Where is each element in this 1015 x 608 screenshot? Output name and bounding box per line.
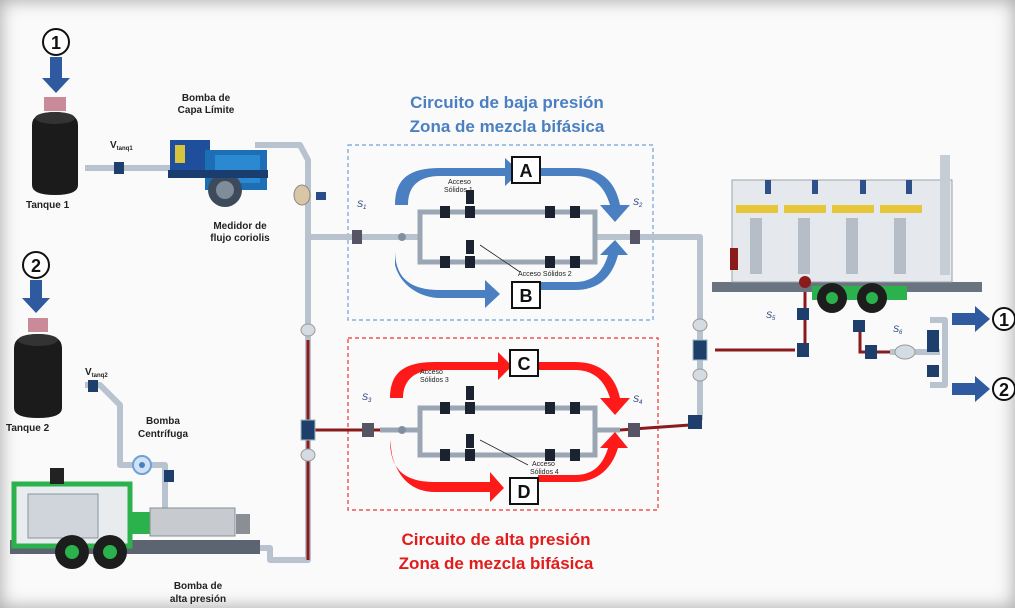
outlet-1-arrow-icon	[952, 306, 990, 332]
inlet-2-number: 2	[31, 256, 41, 276]
high-pump-line2: alta presión	[170, 594, 226, 605]
box-a: A	[511, 156, 541, 184]
low-flow-arrows	[395, 158, 630, 308]
high-title-line2: Zona de mezcla bifásica	[399, 554, 594, 573]
outlet-2-number: 2	[999, 380, 1009, 400]
boundary-pump-line2: Capa Límite	[178, 105, 235, 116]
access2-label: Acceso Sólidos 2	[518, 271, 572, 278]
high-pump-line1: Bomba de	[174, 581, 223, 592]
access1-line2: Sólidos 1	[444, 187, 473, 194]
access3-line2: Sólidos 3	[420, 377, 449, 384]
tank-2	[14, 318, 62, 418]
box-a-label: A	[520, 161, 533, 181]
access4-line2: Sólidos 4	[530, 469, 559, 476]
boundary-pump-line1: Bomba de	[182, 93, 231, 104]
tank-1-label: Tanque 1	[26, 200, 70, 211]
low-title-line2: Zona de mezcla bifásica	[410, 117, 605, 136]
box-b-label: B	[520, 286, 533, 306]
access3-line1: Acceso	[420, 369, 443, 376]
sensor-s5: S5	[766, 310, 776, 322]
outlet-1-number: 1	[999, 310, 1009, 330]
access4-line1: Acceso	[532, 461, 555, 468]
box-b: B	[511, 281, 541, 309]
high-title-line1: Circuito de alta presión	[402, 530, 591, 549]
low-pressure-zone	[347, 144, 654, 321]
low-title-line1: Circuito de baja presión	[410, 93, 604, 112]
box-c: C	[509, 349, 539, 377]
boundary-layer-pump	[168, 140, 268, 207]
box-d: D	[509, 477, 539, 505]
tank-1	[32, 97, 78, 195]
sensor-s3: S3	[362, 392, 372, 404]
tank-2-label: Tanque 2	[6, 423, 50, 434]
svg-text:Vtanq1: Vtanq1	[110, 140, 133, 152]
box-d-label: D	[518, 482, 531, 502]
coriolis-line2: flujo coriolis	[210, 233, 270, 244]
inlet-2: 2	[22, 251, 50, 313]
separator-rig-trailer	[712, 155, 982, 313]
coriolis-line1: Medidor de	[213, 221, 267, 232]
inlet-2-arrow-icon	[22, 280, 50, 313]
high-manifold	[380, 405, 620, 458]
outlet-1: 1	[952, 306, 1015, 332]
high-pressure-pump-trailer	[10, 468, 260, 569]
inlet-1-arrow-icon	[42, 57, 70, 93]
low-manifold	[417, 209, 598, 265]
sensor-s2: S2	[633, 197, 643, 209]
centrifugal-line2: Centrífuga	[138, 429, 188, 440]
inlet-1-number: 1	[51, 33, 61, 53]
box-c-label: C	[518, 354, 531, 374]
access1-line1: Acceso	[448, 179, 471, 186]
high-flow-arrows	[390, 352, 630, 502]
fittings	[293, 184, 939, 462]
outlet-2: 2	[952, 376, 1015, 402]
high-pressure-pipes	[306, 290, 890, 560]
manifold-valves	[352, 190, 640, 461]
access2-leader	[479, 244, 521, 273]
valve-tanq1: Vtanq1	[110, 140, 133, 174]
centrifugal-line1: Bomba	[146, 416, 180, 427]
sensor-s4: S4	[633, 394, 643, 406]
svg-text:Vtanq2: Vtanq2	[85, 367, 108, 379]
access4-leader	[479, 439, 529, 466]
centrifugal-pump	[132, 455, 174, 482]
sensor-s1: S1	[357, 199, 366, 211]
valve-tanq2: Vtanq2	[85, 367, 108, 392]
outlet-2-arrow-icon	[952, 376, 990, 402]
inlet-1: 1	[42, 28, 70, 93]
sensor-s6: S6	[893, 324, 903, 336]
high-pressure-zone	[347, 337, 659, 511]
